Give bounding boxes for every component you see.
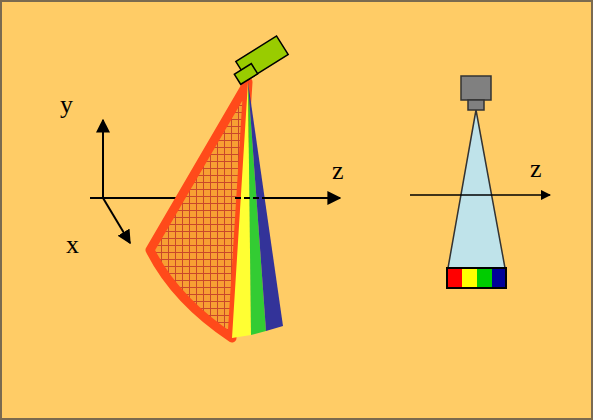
y-axis <box>102 120 104 198</box>
axis-label: y <box>60 92 73 118</box>
red-light-fan <box>150 82 248 338</box>
yellow-stripe <box>232 82 251 338</box>
z-axis-right <box>410 194 550 196</box>
view-cone <box>448 110 505 268</box>
z-axis-front <box>235 197 340 199</box>
axis-label: z <box>530 156 542 182</box>
axis-label: x <box>66 232 79 258</box>
axis-label: z <box>332 158 344 184</box>
camera-lens <box>468 100 484 110</box>
blue-stripe <box>248 82 283 331</box>
projector-lens <box>234 64 257 85</box>
color-strip <box>447 268 506 288</box>
camera-body <box>461 76 491 100</box>
x-axis <box>103 198 130 243</box>
